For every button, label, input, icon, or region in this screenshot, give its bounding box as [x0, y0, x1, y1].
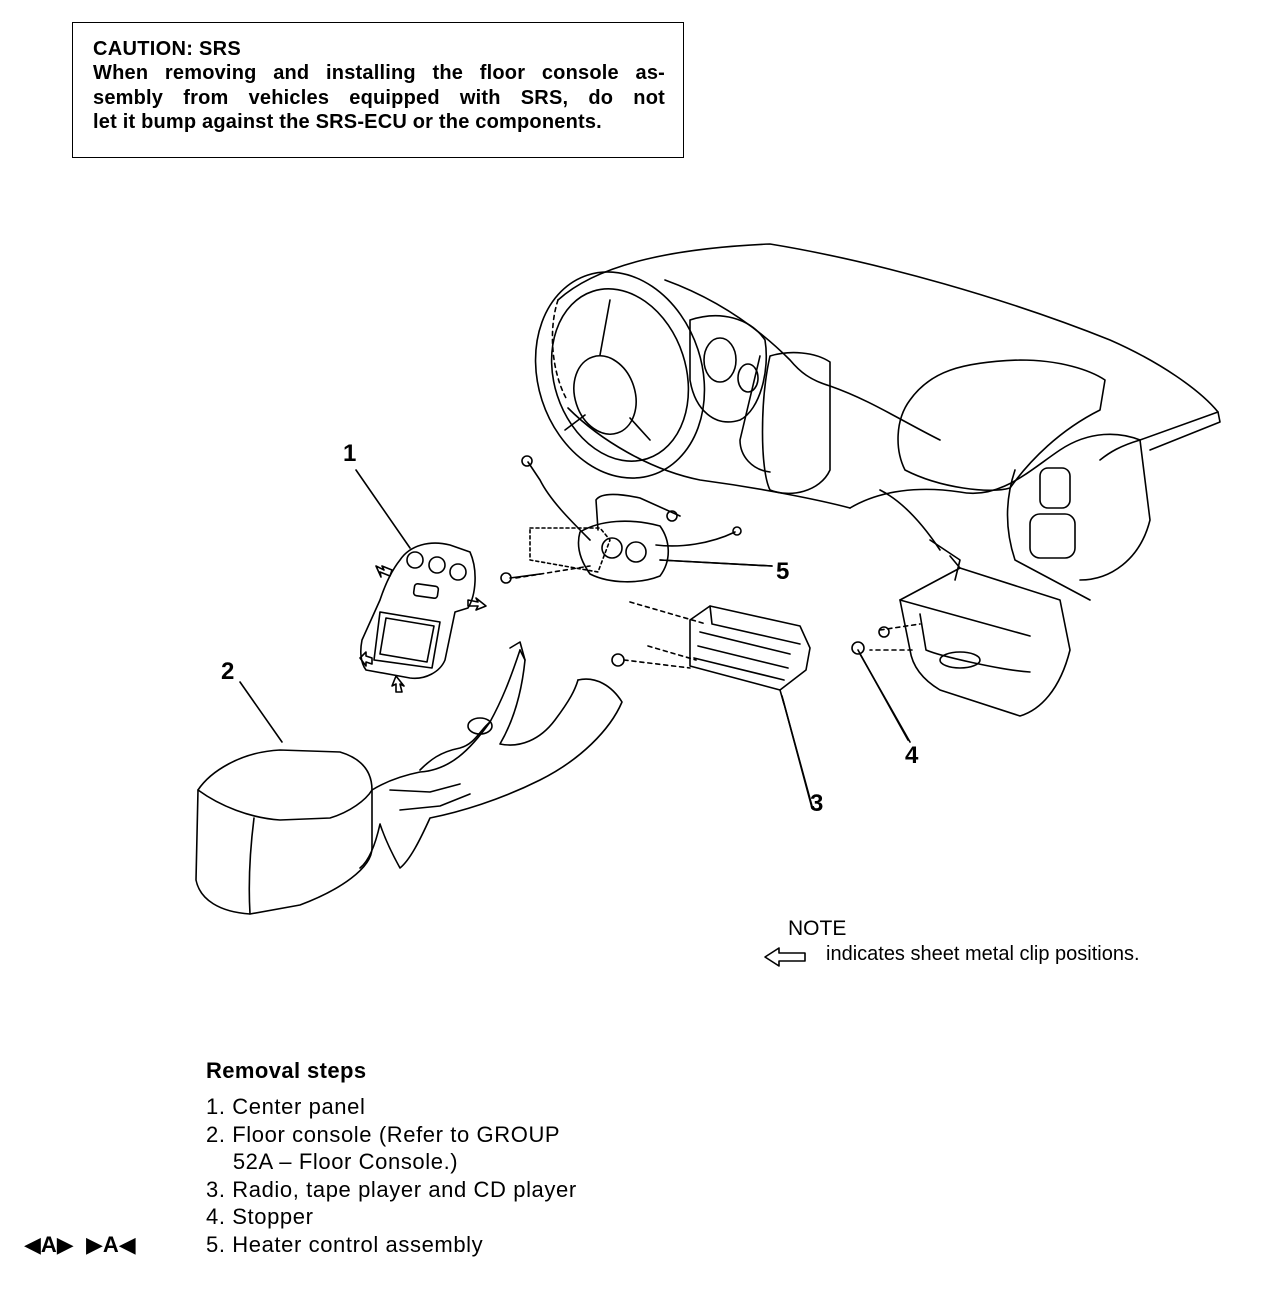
callout-4: 4: [905, 742, 919, 769]
callout-3: 3: [810, 790, 824, 817]
hollow-arrow-icon: [764, 947, 806, 967]
removal-step: 3. Radio, tape player and CD player: [206, 1176, 577, 1202]
clip-arrows: [359, 565, 487, 693]
removal-step: 4. Stopper: [206, 1204, 314, 1229]
callout-2: 2: [221, 658, 235, 685]
callout-1: 1: [343, 440, 357, 467]
removal-step: 2. Floor console (Refer to GROUP: [206, 1121, 561, 1147]
dashboard: [534, 243, 1221, 601]
floor-console: [195, 641, 623, 915]
note-label: NOTE: [788, 917, 847, 940]
removal-step: 52A – Floor Console.): [206, 1149, 459, 1174]
service-marks: ◀A▶ ▶A◀: [24, 1232, 136, 1257]
glove-box: [851, 555, 1071, 741]
center-panel: [360, 542, 476, 680]
callout-5: 5: [776, 558, 790, 585]
removal-steps: Removal steps 1. Center panel 2. Floor c…: [206, 1058, 577, 1258]
caution-box: CAUTION: SRS When removing and installin…: [72, 22, 684, 158]
caution-line: let it bump against the SRS-ECU or the c…: [93, 111, 602, 133]
removal-step: 1. Center panel: [206, 1094, 366, 1119]
caution-line: sembly from vehicles equipped with SRS, …: [93, 86, 665, 109]
removal-title: Removal steps: [206, 1058, 367, 1083]
note-text: indicates sheet metal clip positions.: [826, 943, 1140, 965]
caution-title: CAUTION: SRS: [93, 38, 242, 60]
leader-lines: [239, 469, 911, 807]
removal-step: 5. Heater control assembly: [206, 1231, 484, 1257]
radio-tape-cd-unit: [611, 601, 813, 809]
caution-line: When removing and installing the floor c…: [93, 62, 665, 84]
